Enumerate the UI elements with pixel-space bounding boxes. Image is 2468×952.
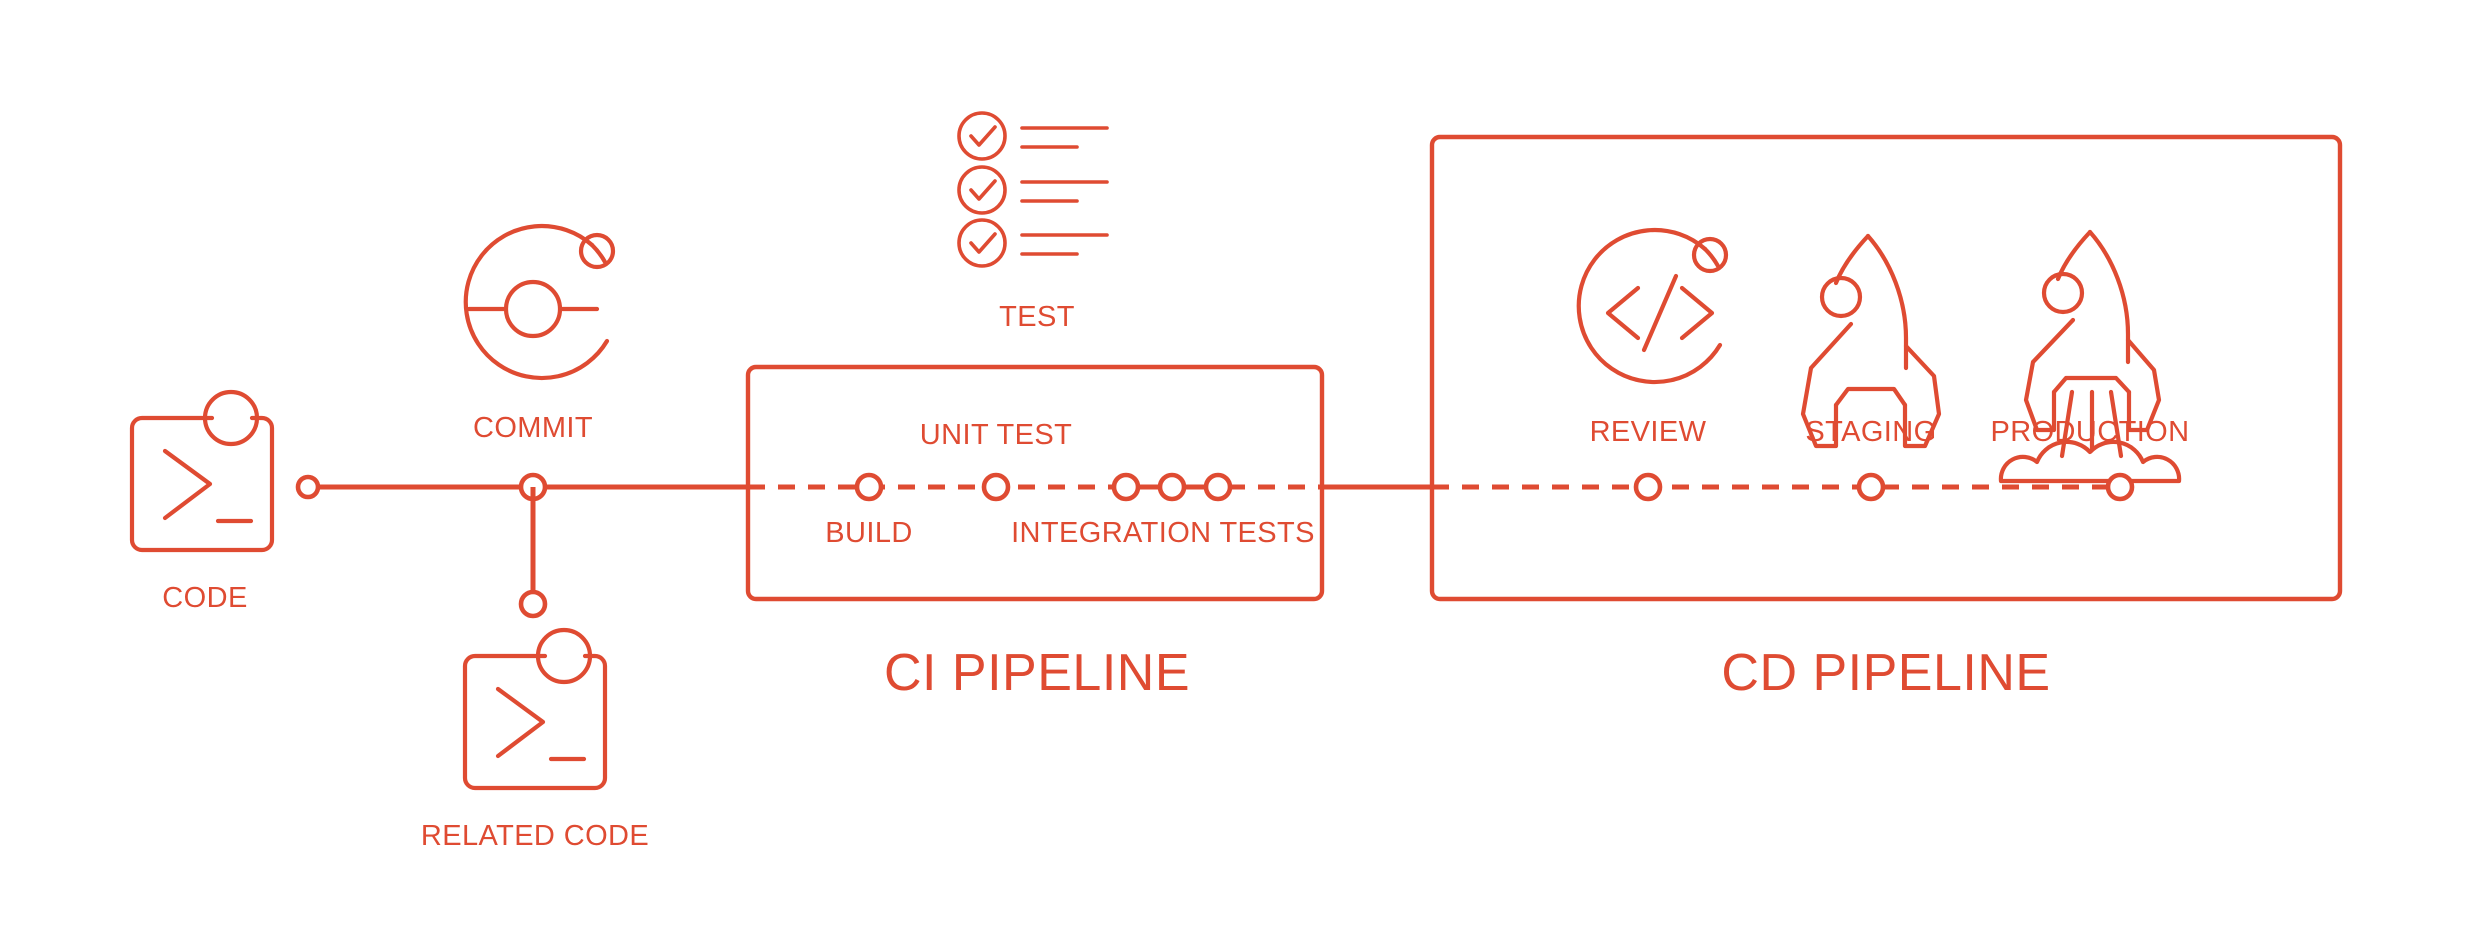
terminal-icon: [462, 627, 608, 791]
commit-label: COMMIT: [473, 412, 593, 444]
rocket-icon: [1800, 233, 1942, 449]
build-dot[interactable]: [854, 472, 884, 502]
checklist-icon: [957, 111, 1109, 268]
unit-test-node[interactable]: UNIT TEST: [920, 419, 1072, 502]
production-node[interactable]: PRODUCTION: [1991, 229, 2190, 484]
code-node[interactable]: CODE: [129, 389, 275, 614]
code-brackets-circle-icon: [1576, 227, 1729, 385]
staging-dot[interactable]: [1856, 472, 1886, 502]
integration-dot-1[interactable]: [1111, 472, 1141, 502]
rail-start-dot[interactable]: [295, 474, 321, 500]
cd-pipeline-box: [1429, 134, 2343, 602]
terminal-icon: [129, 389, 275, 553]
unit-test-label: UNIT TEST: [920, 419, 1072, 451]
integration-tests-label: INTEGRATION TESTS: [1011, 517, 1315, 549]
cd-pipeline-title: CD PIPELINE: [1721, 644, 2050, 702]
review-dot[interactable]: [1633, 472, 1663, 502]
unit-test-dot[interactable]: [981, 472, 1011, 502]
commit-icon: [463, 223, 616, 381]
rocket-launch-icon: [1998, 229, 2182, 484]
code-label: CODE: [162, 582, 247, 614]
build-label: BUILD: [825, 517, 912, 549]
related-code-label: RELATED CODE: [421, 820, 649, 852]
ci-pipeline-group: [745, 364, 1325, 602]
test-label: TEST: [999, 301, 1075, 333]
related-code-branch: [518, 487, 548, 619]
build-node[interactable]: BUILD: [825, 472, 912, 549]
review-label: REVIEW: [1590, 416, 1707, 448]
related-code-node[interactable]: RELATED CODE: [421, 627, 649, 852]
production-label: PRODUCTION: [1991, 416, 2190, 448]
review-node[interactable]: REVIEW: [1576, 227, 1729, 448]
commit-node[interactable]: COMMIT: [463, 223, 616, 444]
staging-node[interactable]: STAGING: [1800, 233, 1942, 449]
ci-pipeline-title: CI PIPELINE: [884, 644, 1190, 702]
integration-dot-3[interactable]: [1203, 472, 1233, 502]
staging-label: STAGING: [1805, 416, 1936, 448]
ci-pipeline-box: [745, 364, 1325, 602]
integration-tests-node[interactable]: INTEGRATION TESTS: [1011, 472, 1315, 549]
test-node[interactable]: TEST: [957, 111, 1109, 333]
integration-dot-2[interactable]: [1157, 472, 1187, 502]
related-code-branch-dot[interactable]: [518, 589, 548, 619]
production-dot[interactable]: [2105, 472, 2135, 502]
cd-pipeline-group: [1429, 134, 2343, 602]
